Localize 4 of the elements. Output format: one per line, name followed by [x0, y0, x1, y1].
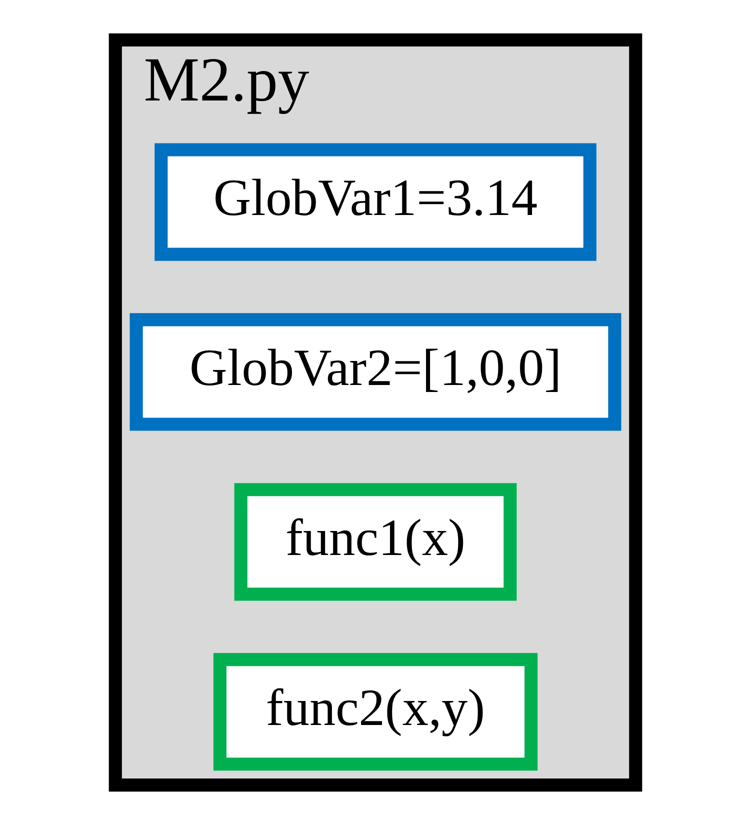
node-box: GlobVar2=[1,0,0]: [129, 313, 621, 431]
node-box: func2(x,y): [212, 653, 538, 771]
node-box: func1(x): [234, 483, 516, 601]
node-box: GlobVar1=3.14: [154, 143, 596, 261]
